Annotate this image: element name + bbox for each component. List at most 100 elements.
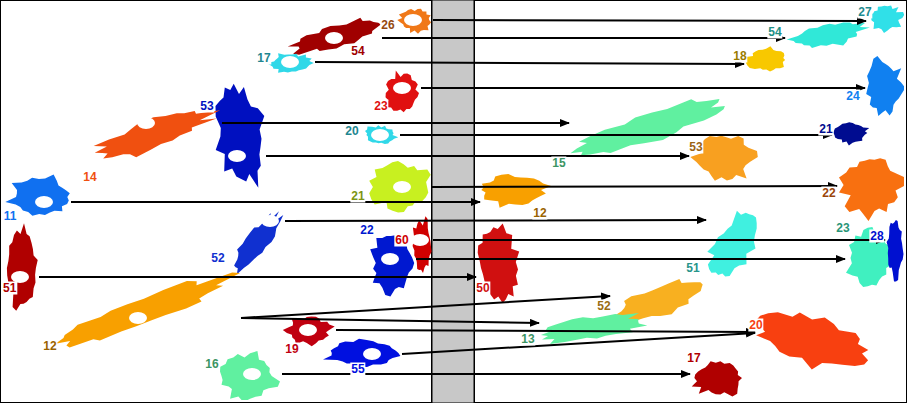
cell-number: 12 bbox=[532, 207, 547, 220]
cell-number: 16 bbox=[204, 358, 219, 371]
centroid-dot bbox=[281, 56, 299, 68]
cell-number: 11 bbox=[3, 210, 18, 223]
cell-shape bbox=[480, 173, 553, 209]
cell-body bbox=[787, 23, 870, 49]
track-arrow bbox=[421, 87, 865, 89]
cell-body bbox=[571, 99, 725, 155]
centroid-dot bbox=[381, 253, 399, 265]
centroid-dot bbox=[243, 368, 261, 380]
centroid-dot bbox=[404, 14, 422, 26]
cell-body bbox=[839, 158, 904, 221]
cell-body bbox=[707, 211, 756, 277]
cell-shape bbox=[5, 222, 39, 312]
cell-body bbox=[386, 70, 420, 112]
cell-body bbox=[887, 220, 904, 282]
cell-number: 52 bbox=[210, 252, 225, 265]
cell-number: 12 bbox=[42, 340, 57, 353]
cell-node: 52 bbox=[233, 210, 285, 276]
centroid-dot bbox=[261, 215, 279, 227]
cell-shape bbox=[865, 54, 904, 117]
track-arrow bbox=[39, 276, 476, 278]
cell-shape bbox=[539, 311, 649, 345]
cell-number: 22 bbox=[821, 187, 836, 200]
cell-body bbox=[868, 6, 904, 33]
cell-body bbox=[365, 125, 398, 144]
cell-node: 17 bbox=[690, 360, 744, 398]
cell-node: 24 bbox=[865, 54, 904, 117]
cell-number: 23 bbox=[373, 100, 388, 113]
cell-shape bbox=[368, 159, 432, 214]
cell-node: 21 bbox=[832, 121, 871, 147]
cell-number: 17 bbox=[686, 352, 701, 365]
centroid-dot bbox=[371, 129, 389, 141]
cell-body bbox=[756, 312, 868, 369]
cell-node: 20 bbox=[363, 124, 400, 145]
cell-number: 19 bbox=[284, 343, 299, 356]
cell-body bbox=[746, 46, 786, 71]
cell-number: 53 bbox=[688, 141, 703, 154]
centroid-dot bbox=[393, 181, 411, 193]
cell-body bbox=[846, 227, 893, 287]
cell-body bbox=[541, 313, 647, 344]
centroid-dot bbox=[35, 196, 53, 208]
cell-node: 18 bbox=[744, 45, 787, 73]
cell-shape bbox=[744, 45, 787, 73]
cell-shape bbox=[755, 311, 870, 371]
track-arrow bbox=[241, 296, 610, 318]
track-arrow bbox=[266, 155, 689, 157]
centroid-dot bbox=[393, 82, 411, 94]
cell-number: 52 bbox=[596, 300, 611, 313]
cell-shape bbox=[214, 82, 266, 189]
track-arrow bbox=[433, 20, 866, 21]
cell-node: 20 bbox=[755, 311, 870, 371]
cell-body bbox=[7, 223, 38, 311]
cell-shape bbox=[785, 21, 871, 50]
cell-shape bbox=[218, 350, 282, 400]
centroid-dot bbox=[129, 312, 147, 324]
cell-body bbox=[397, 9, 431, 34]
cell-body bbox=[369, 161, 431, 213]
cell-shape bbox=[265, 52, 315, 74]
cell-shape bbox=[706, 209, 758, 278]
cell-number: 20 bbox=[344, 125, 359, 138]
cell-shape bbox=[837, 157, 904, 223]
cell-number: 14 bbox=[82, 171, 97, 184]
cell-number: 17 bbox=[256, 52, 271, 65]
cell-node: 28 bbox=[885, 219, 904, 283]
cell-shape bbox=[411, 215, 433, 274]
cell-node: 22 bbox=[837, 157, 904, 223]
cell-number: 21 bbox=[818, 123, 833, 136]
cell-node: 13 bbox=[539, 311, 649, 345]
cell-number: 22 bbox=[359, 224, 374, 237]
cell-number: 23 bbox=[835, 222, 850, 235]
cell-number: 20 bbox=[748, 319, 763, 332]
cell-node: 19 bbox=[281, 315, 336, 348]
cell-shape bbox=[885, 219, 904, 283]
cell-body bbox=[216, 84, 265, 188]
cell-number: 51 bbox=[2, 282, 17, 295]
centroid-dot bbox=[411, 234, 429, 246]
cell-number: 50 bbox=[475, 282, 490, 295]
cell-number: 60 bbox=[394, 234, 409, 247]
cell-number: 26 bbox=[380, 19, 395, 32]
cell-body bbox=[234, 211, 283, 274]
cell-number: 24 bbox=[845, 90, 860, 103]
left-frame bbox=[1, 1, 432, 403]
cell-shape bbox=[396, 7, 433, 35]
gap-bar bbox=[432, 0, 474, 403]
cell-number: 55 bbox=[350, 363, 365, 376]
cell-node: 60 bbox=[411, 215, 433, 274]
right-frame bbox=[475, 1, 907, 403]
cell-body bbox=[834, 122, 870, 145]
cell-node: 21 bbox=[368, 159, 432, 214]
cell-number: 53 bbox=[199, 100, 214, 113]
cell-node: 17 bbox=[265, 52, 315, 74]
cell-body bbox=[94, 110, 221, 158]
centroid-dot bbox=[137, 117, 155, 129]
track-arrow bbox=[382, 37, 785, 39]
track-arrow bbox=[241, 318, 539, 323]
cell-node: 27 bbox=[866, 4, 904, 34]
cell-number: 13 bbox=[520, 333, 535, 346]
cell-body bbox=[481, 174, 551, 208]
cell-number: 15 bbox=[551, 157, 566, 170]
